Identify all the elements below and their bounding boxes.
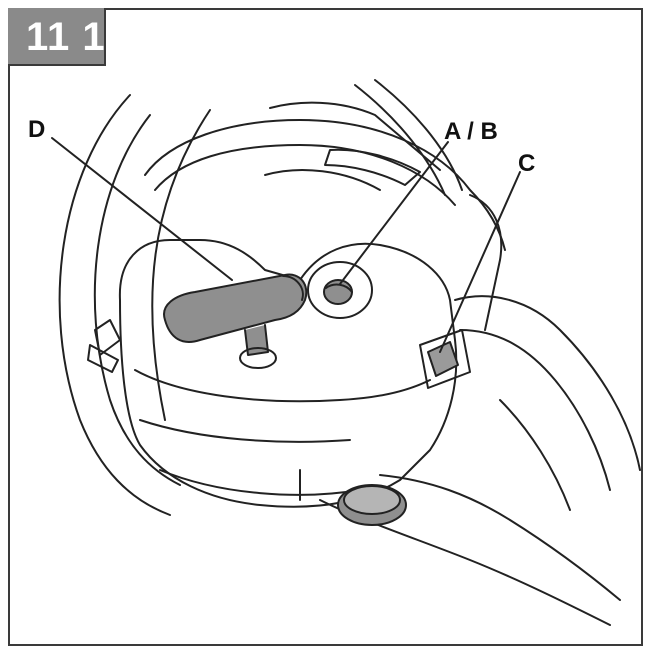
- housing-vent: [324, 148, 421, 186]
- housing-ridge: [269, 101, 441, 171]
- top-housing-rim: [154, 144, 456, 206]
- top-right-lines: [354, 84, 446, 196]
- top-housing: [144, 119, 506, 251]
- front-guard: [94, 319, 121, 356]
- rear-handle-top: [454, 295, 641, 471]
- leader-ab: [339, 141, 449, 285]
- rear-arc: [151, 109, 211, 421]
- figure-frame: [8, 8, 643, 646]
- rear-handle-lower: [379, 474, 621, 601]
- label-a-b: A / B: [444, 118, 498, 145]
- front-guard-2: [87, 344, 119, 373]
- body-panel-line-2: [139, 419, 351, 443]
- label-d: D: [28, 116, 46, 143]
- fuel-cap-top: [343, 485, 401, 515]
- main-body-outline: [118, 239, 458, 508]
- label-c: C: [518, 150, 536, 177]
- guide-bar-arc: [58, 94, 171, 516]
- housing-ridge-right: [469, 194, 503, 331]
- starter-handle-base: [239, 347, 277, 369]
- guide-bar-arc-inner: [93, 114, 181, 486]
- starter-handle-grip: [163, 273, 308, 343]
- starter-handle-end: [282, 275, 304, 301]
- leader-c: [439, 171, 521, 353]
- choke-knob-recess: [307, 261, 373, 319]
- housing-vent-2: [264, 169, 381, 191]
- handle-grip-line: [499, 399, 571, 511]
- rear-handle-inner: [459, 329, 611, 491]
- figure-number-badge: 11 1: [8, 8, 106, 66]
- body-panel-line: [134, 369, 431, 403]
- body-lower-lip: [159, 469, 361, 496]
- top-right-lines-2: [374, 79, 463, 191]
- leader-d: [51, 137, 233, 281]
